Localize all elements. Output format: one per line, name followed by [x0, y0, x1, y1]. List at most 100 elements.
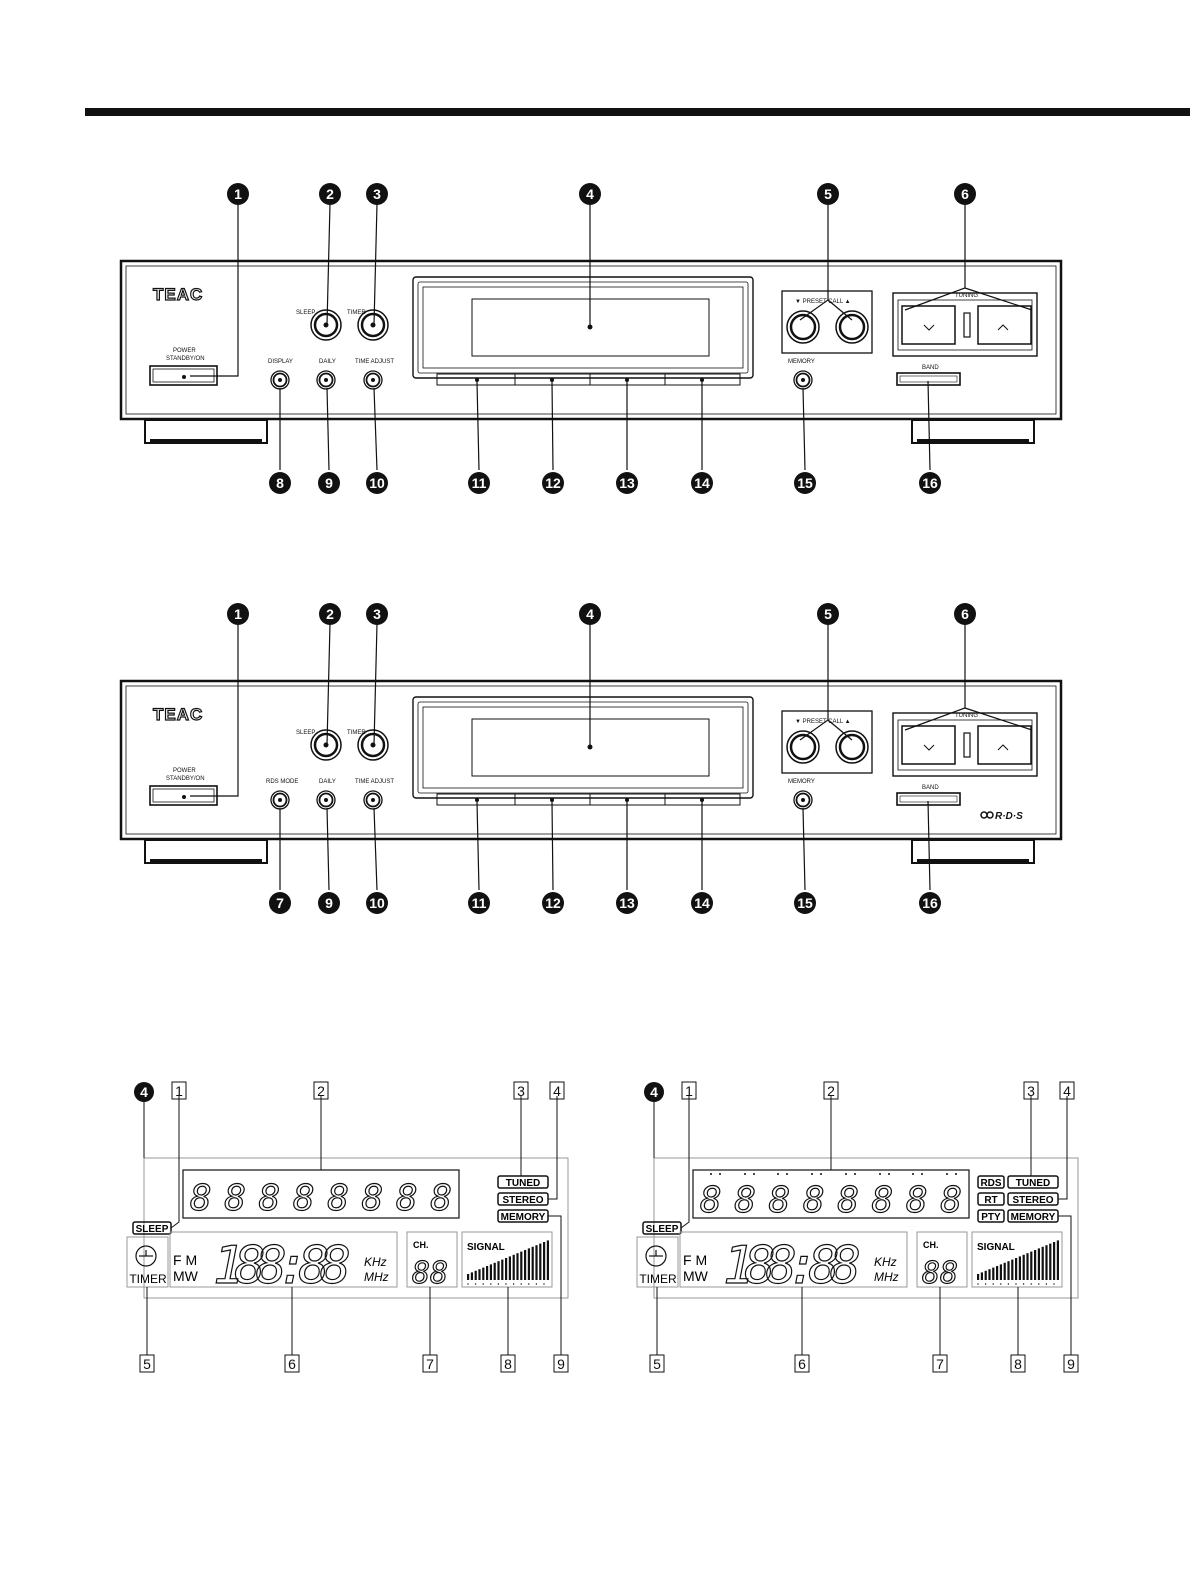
signal-tick — [528, 1283, 530, 1285]
memory-button[interactable] — [793, 790, 813, 810]
signal-bar — [1037, 1248, 1040, 1280]
tuned-indicator: TUNED — [1007, 1175, 1059, 1189]
svg-text:11: 11 — [472, 475, 487, 491]
lcd-callout-4: 4 — [134, 1082, 154, 1102]
callout-14: 14 — [691, 472, 713, 494]
svg-text:16: 16 — [922, 475, 938, 491]
time-adjust-button[interactable] — [363, 370, 383, 390]
memory-button[interactable] — [793, 370, 813, 390]
callout-16: 16 — [919, 892, 941, 914]
sleep-label: SLEEP — [296, 310, 315, 316]
signal-tick — [1015, 1283, 1017, 1285]
stereo-indicator: STEREO — [497, 1192, 549, 1206]
signal-tick — [1000, 1283, 1002, 1285]
rds-indicator: RDS — [977, 1175, 1005, 1189]
signal-bar — [984, 1270, 987, 1280]
callout-10: 10 — [366, 472, 388, 494]
time-adjust-button[interactable] — [363, 790, 383, 810]
svg-text:14: 14 — [694, 895, 710, 911]
power-label: POWER — [173, 768, 196, 774]
sleep-indicator: SLEEP — [642, 1221, 682, 1235]
sleep-label: SLEEP — [296, 730, 315, 736]
preset-up-button[interactable] — [835, 310, 869, 344]
callouts-bottom: 8 9 10 11 12 13 14 15 16 — [269, 472, 941, 494]
svg-text:MEMORY: MEMORY — [501, 1212, 546, 1223]
svg-text:13: 13 — [619, 475, 635, 491]
signal-tick — [977, 1283, 979, 1285]
rds-mode-button[interactable] — [270, 790, 290, 810]
signal-bar — [988, 1269, 991, 1280]
signal-bar — [520, 1251, 523, 1280]
timer-button[interactable] — [356, 308, 390, 342]
callout-5: 5 — [817, 183, 839, 205]
box-1: 1 — [171, 1081, 187, 1100]
daily-button[interactable] — [316, 790, 336, 810]
display-button-1[interactable] — [475, 798, 479, 802]
standby-label: STANDBY/ON — [166, 356, 205, 362]
display-button-4[interactable] — [700, 798, 704, 802]
preset-call-group — [781, 290, 873, 354]
time-adjust-label: TIME ADJUST — [355, 359, 394, 365]
callout-9: 9 — [318, 472, 340, 494]
preset-down-button[interactable] — [786, 310, 820, 344]
tuning-down-button[interactable] — [901, 725, 956, 765]
power-label: POWER — [173, 348, 196, 354]
box-2: 2 — [313, 1081, 329, 1100]
display-button-2[interactable] — [550, 798, 554, 802]
display-button-3[interactable] — [625, 798, 629, 802]
signal-bar — [992, 1267, 995, 1280]
memory-label: MEMORY — [788, 359, 815, 365]
sleep-button[interactable] — [309, 308, 343, 342]
svg-text:13: 13 — [619, 895, 635, 911]
signal-tick — [497, 1283, 500, 1285]
box-4: 4 — [1059, 1081, 1075, 1100]
box-3: 3 — [1023, 1081, 1039, 1100]
daily-button[interactable] — [316, 370, 336, 390]
callout-13: 13 — [616, 892, 638, 914]
preset-down-button[interactable] — [786, 730, 820, 764]
box-4: 4 — [549, 1081, 565, 1100]
khz-label: KHz — [874, 1255, 897, 1269]
svg-text:16: 16 — [922, 895, 938, 911]
display-button-3[interactable] — [625, 378, 629, 382]
callouts-top: 1 2 3 4 5 6 — [227, 603, 976, 625]
signal-bar — [546, 1240, 549, 1280]
timer-button[interactable] — [356, 728, 390, 762]
callout-15: 15 — [794, 892, 816, 914]
box-callouts-top: 1 2 3 4 — [681, 1081, 1075, 1100]
display-button-4[interactable] — [700, 378, 704, 382]
svg-text:4: 4 — [586, 606, 594, 622]
signal-bar — [1003, 1262, 1006, 1280]
tuning-up-button[interactable] — [977, 305, 1032, 345]
display-button[interactable] — [270, 370, 290, 390]
signal-bar — [1034, 1250, 1037, 1280]
svg-text:10: 10 — [369, 895, 385, 911]
signal-tick — [520, 1283, 522, 1285]
box-6: 6 — [284, 1354, 300, 1373]
signal-bar — [505, 1258, 508, 1280]
svg-text:15: 15 — [797, 895, 813, 911]
stereo-indicator: STEREO — [1007, 1192, 1059, 1206]
mhz-label: MHz — [364, 1270, 389, 1284]
display-bezel — [412, 696, 754, 799]
leader-lines — [656, 1096, 1072, 1355]
box-8: 8 — [500, 1354, 516, 1373]
svg-text:STEREO: STEREO — [1012, 1195, 1053, 1206]
box-2: 2 — [823, 1081, 839, 1100]
signal-bar — [512, 1254, 515, 1280]
preset-call-label: ▼ PRESET CALL ▲ — [795, 719, 851, 725]
box-5: 5 — [139, 1354, 155, 1373]
signal-tick — [535, 1283, 538, 1285]
svg-text:8: 8 — [504, 1356, 512, 1372]
ch-label: CH. — [923, 1240, 939, 1250]
callout-8: 8 — [269, 472, 291, 494]
tuning-up-button[interactable] — [977, 725, 1032, 765]
display-button-1[interactable] — [475, 378, 479, 382]
svg-text:9: 9 — [1067, 1356, 1075, 1372]
timer-label: TIMER — [639, 1272, 677, 1286]
display-button-2[interactable] — [550, 378, 554, 382]
preset-up-button[interactable] — [835, 730, 869, 764]
tuning-down-button[interactable] — [901, 305, 956, 345]
sleep-button[interactable] — [309, 728, 343, 762]
sleep-indicator: SLEEP — [132, 1221, 172, 1235]
